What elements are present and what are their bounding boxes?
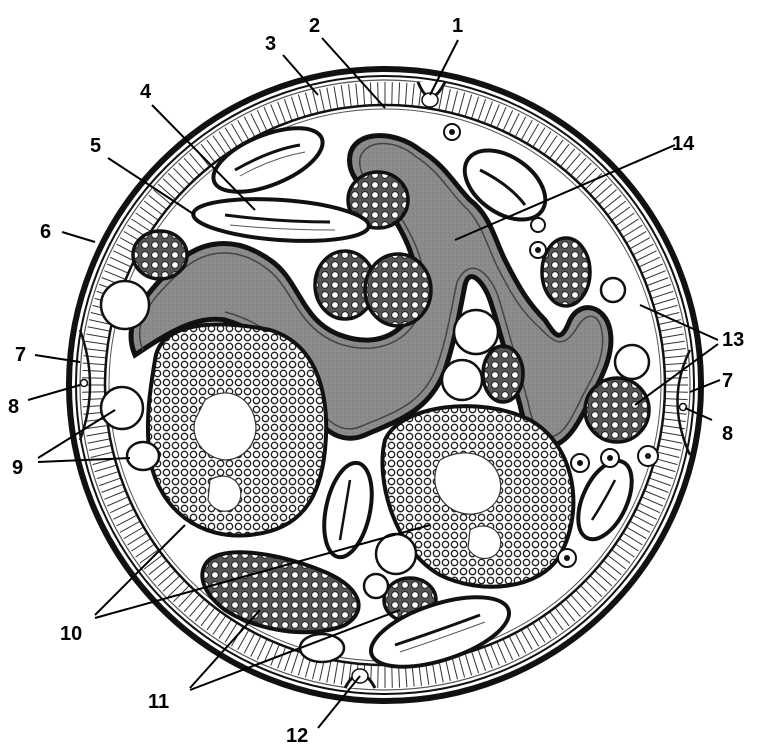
label-13: 13 [722,329,744,351]
egg-mass-left [133,231,187,279]
label-14: 14 [672,133,695,155]
label-7-right: 7 [722,370,733,392]
label-7-left: 7 [15,344,26,366]
label-8-left: 8 [8,396,19,418]
label-11: 11 [148,691,169,713]
label-2: 2 [309,15,320,37]
label-3: 3 [265,33,276,55]
label-1: 1 [452,15,463,37]
egg-mass-right [585,378,649,442]
label-12: 12 [286,725,308,747]
label-6: 6 [40,221,51,243]
label-10: 10 [60,623,82,645]
label-5: 5 [90,135,101,157]
ovary-left [148,324,326,535]
label-4: 4 [140,81,152,103]
label-8-right: 8 [722,423,733,445]
label-9: 9 [12,457,23,479]
